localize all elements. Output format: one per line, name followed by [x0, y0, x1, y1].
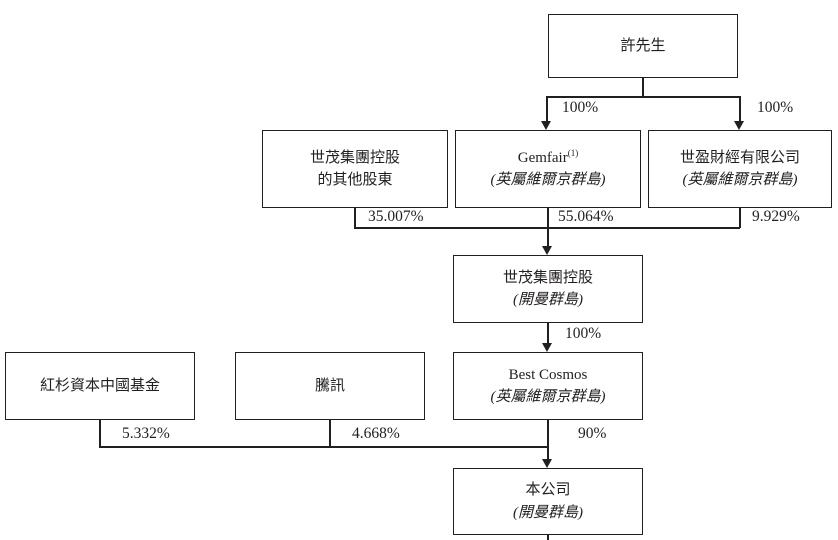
- connector-sequoia-drop-line: [99, 420, 101, 448]
- connector-xu-branch-line: [546, 96, 741, 98]
- label-pct-bestcosmos-company: 90%: [578, 425, 607, 442]
- node-gemfair-jurisdiction: (英屬維爾京群島): [490, 172, 606, 188]
- node-mr-xu: 許先生: [548, 14, 738, 78]
- footnote-marker: (1): [567, 147, 579, 158]
- node-tencent-label: 騰訊: [314, 377, 345, 394]
- node-company-jurisdiction: (開曼群島): [513, 504, 583, 521]
- node-shimao-group-jurisdiction: (開曼群島): [513, 292, 583, 308]
- label-pct-tencent-company: 4.668%: [352, 425, 400, 442]
- connector-bestcosmos-company-line: [547, 420, 549, 459]
- node-best-cosmos: Best Cosmos (英屬維爾京群島): [453, 352, 643, 420]
- arrow-down-icon: [542, 246, 552, 255]
- node-tencent: 騰訊: [235, 352, 425, 420]
- label-pct-sequoia-company: 5.332%: [122, 425, 170, 442]
- node-other-shareholders-line1: 世茂集團控股: [309, 149, 400, 166]
- node-best-cosmos-jurisdiction: (英屬維爾京群島): [490, 389, 606, 405]
- label-pct-shimao-bestcosmos: 100%: [565, 325, 602, 342]
- node-other-shareholders-line2: 的其他股東: [317, 172, 393, 188]
- connector-company-stub-line: [547, 535, 549, 540]
- label-pct-xu-gemfair: 100%: [562, 99, 599, 116]
- node-sequoia-label: 紅杉資本中國基金: [39, 377, 160, 394]
- node-company-name: 本公司: [525, 482, 571, 498]
- node-other-shareholders: 世茂集團控股 的其他股東: [262, 130, 448, 208]
- connector-xu-shiying-line: [739, 96, 741, 122]
- node-shimao-group-name: 世茂集團控股: [502, 269, 593, 286]
- label-pct-others-shimao: 35.007%: [368, 208, 424, 225]
- node-shiying-finance: 世盈財經有限公司 (英屬維爾京群島): [648, 130, 832, 208]
- node-gemfair-label: Gemfair(1): [518, 147, 578, 170]
- arrow-down-icon: [734, 121, 744, 130]
- node-best-cosmos-name: Best Cosmos: [508, 366, 588, 383]
- connector-shimao-bestcosmos-line: [547, 323, 549, 344]
- connector-tencent-drop-line: [329, 420, 331, 448]
- connector-shiying-drop-line: [739, 208, 741, 228]
- label-pct-shiying-shimao: 9.929%: [752, 208, 800, 225]
- connector-row4-merge-line: [99, 446, 549, 448]
- arrow-down-icon: [542, 343, 552, 352]
- node-shiying-jurisdiction: (英屬維爾京群島): [682, 172, 798, 188]
- node-gemfair-name: Gemfair: [517, 149, 568, 166]
- arrow-down-icon: [541, 121, 551, 130]
- node-mr-xu-label: 許先生: [620, 37, 666, 54]
- node-the-company: 本公司 (開曼群島): [453, 468, 643, 535]
- node-shiying-name: 世盈財經有限公司: [679, 149, 800, 166]
- arrow-down-icon: [542, 459, 552, 468]
- label-pct-gemfair-shimao: 55.064%: [558, 208, 614, 225]
- node-sequoia-china-fund: 紅杉資本中國基金: [5, 352, 195, 420]
- node-gemfair: Gemfair(1) (英屬維爾京群島): [455, 130, 641, 208]
- connector-others-drop-line: [354, 208, 356, 228]
- label-pct-xu-shiying: 100%: [757, 99, 794, 116]
- connector-gemfair-shimao-line: [547, 208, 549, 246]
- connector-xu-gemfair-line: [546, 96, 548, 122]
- connector-xu-stem-line: [642, 78, 644, 97]
- node-shimao-group: 世茂集團控股 (開曼群島): [453, 255, 643, 323]
